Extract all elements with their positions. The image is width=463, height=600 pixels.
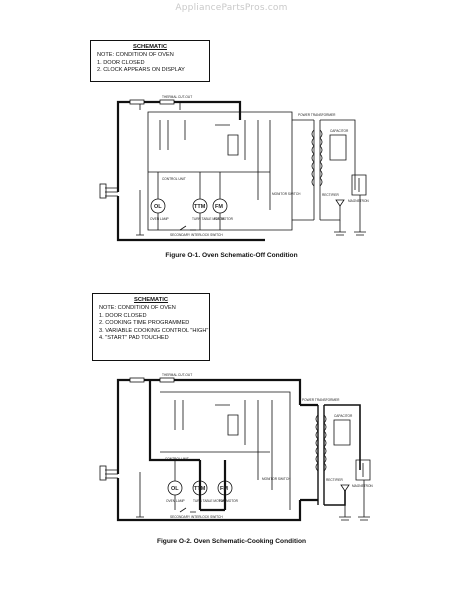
watermark: AppliancePartsPros.com [175, 3, 288, 13]
oven-lamp-label: OVEN LAMP [150, 217, 169, 221]
turntable-motor-label: TURN TABLE MOTOR [193, 499, 226, 503]
fan-motor-label: FAN MOTOR [219, 499, 239, 503]
oven-lamp-label: OVEN LAMP [166, 499, 185, 503]
note-heading: SCHEMATIC [133, 297, 169, 303]
schematic-note-2: SCHEMATIC NOTE: CONDITION OF OVEN 1. DOO… [92, 293, 210, 361]
secondary-interlock-label: SECONDARY INTERLOCK SWITCH [170, 233, 223, 237]
monitor-switch-label: MONITOR SWITCH [272, 192, 301, 196]
note-line: 1. DOOR CLOSED [97, 59, 145, 66]
schematic-note-1: SCHEMATIC NOTE: CONDITION OF OVEN 1. DOO… [90, 40, 210, 82]
monitor-switch-label: MONITOR SWITCH [262, 477, 291, 481]
note-heading: SCHEMATIC [132, 44, 168, 50]
fan-motor-symbol: FM [215, 204, 223, 210]
magnetron-label: MAGNETRON [352, 484, 373, 488]
figure-1-caption: Figure O-1. Oven Schematic-Off Condition [165, 252, 298, 259]
note-line: 2. COOKING TIME PROGRAMMED [99, 320, 190, 327]
turntable-motor-symbol: TTM [194, 486, 206, 492]
secondary-interlock-label: SECONDARY INTERLOCK SWITCH [170, 515, 223, 519]
oven-lamp-symbol: OL [171, 486, 179, 492]
figure-2-caption: Figure O-2. Oven Schematic-Cooking Condi… [156, 538, 307, 545]
note-line: 3. VARIABLE COOKING CONTROL "HIGH" [99, 327, 209, 334]
oven-lamp-symbol: OL [154, 204, 162, 210]
rectifier-label: RECTIFIER [326, 478, 344, 482]
capacitor-label: CAPACITOR [334, 414, 353, 418]
thermal-cutout-label: THERMAL CUT-OUT [162, 373, 192, 377]
fan-motor-label: FAN MOTOR [214, 217, 234, 221]
capacitor-label: CAPACITOR [330, 129, 349, 133]
note-line: NOTE: CONDITION OF OVEN [97, 52, 174, 59]
thermal-cutout-label: THERMAL CUT-OUT [162, 95, 192, 99]
oven-schematic-off: CONTROL UNIT OL TTM FM OVEN LAMP TURN TA… [99, 95, 369, 242]
magnetron-label: MAGNETRON [348, 199, 369, 203]
note-line: 4. "START" PAD TOUCHED [99, 335, 169, 342]
power-transformer-label: POWER TRANSFORMER [302, 398, 340, 402]
note-line: 1. DOOR CLOSED [99, 312, 147, 319]
power-transformer-label: POWER TRANSFORMER [298, 113, 336, 117]
oven-schematic-cooking: CONTROL UNIT OL TTM FM OVEN LAMP TURN TA… [99, 373, 373, 522]
rectifier-label: RECTIFIER [322, 193, 340, 197]
turntable-motor-label: TURN TABLE MOTOR [192, 217, 225, 221]
control-unit-label: CONTROL UNIT [162, 177, 186, 181]
fan-motor-symbol: FM [220, 486, 228, 492]
control-unit-label: CONTROL UNIT [165, 457, 189, 461]
note-line: NOTE: CONDITION OF OVEN [99, 305, 176, 312]
note-line: 2. CLOCK APPEARS ON DISPLAY [97, 67, 185, 74]
turntable-motor-symbol: TTM [194, 204, 206, 210]
